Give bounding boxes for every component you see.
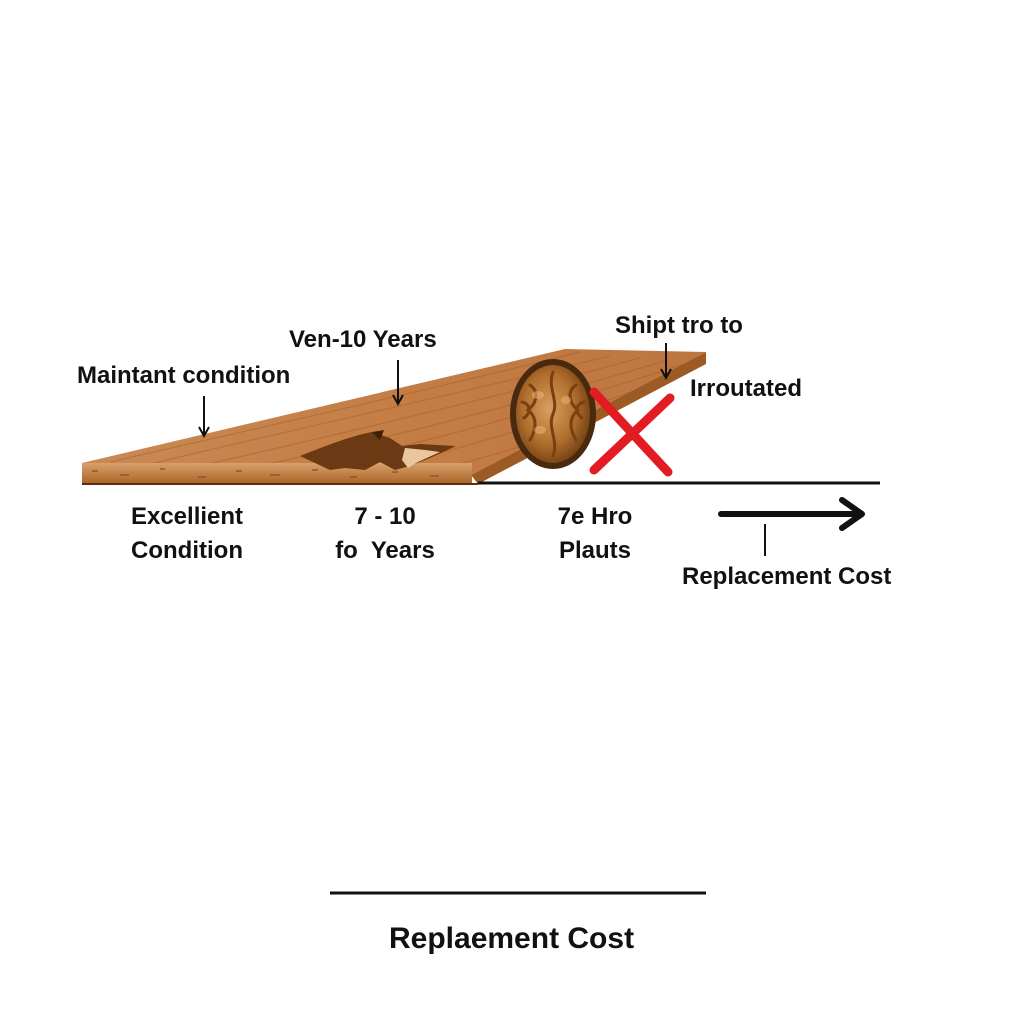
stage-excellent-line-1: Excellient [112,500,262,534]
callout-shipt: Shipt tro to [615,314,743,338]
arrow-right-icon [721,500,862,528]
bottom-title: Replaement Cost [389,924,634,954]
stage-plauts: 7e Hro Plauts [535,500,655,568]
red-x-icon [594,392,670,472]
stage-excellent: Excellient Condition [112,500,262,568]
replacement-cost-label: Replacement Cost [682,565,891,589]
callout-years-top: Ven-10 Years [289,328,437,352]
callout-maintain-condition: Maintant condition [77,364,290,388]
callout-irroutated: Irroutated [690,377,802,401]
stage-plauts-line-2: Plauts [535,534,655,568]
stage-years-line-2: fo Years [320,534,450,568]
stage-plauts-line-1: 7e Hro [535,500,655,534]
stage-years-line-1: 7 - 10 [320,500,450,534]
walnut-icon [510,359,596,469]
stage-excellent-line-2: Condition [112,534,262,568]
stage-years: 7 - 10 fo Years [320,500,450,568]
